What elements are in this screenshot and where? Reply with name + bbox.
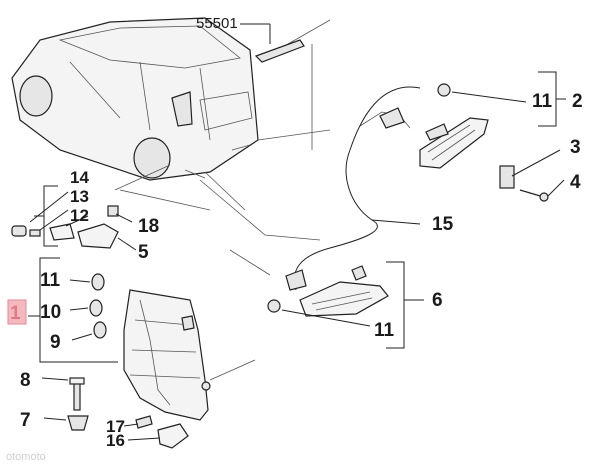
side-marker-lower <box>267 261 424 349</box>
wire-harness <box>285 86 421 291</box>
lamp-holder-part-5 <box>77 223 119 249</box>
bulb-part-9 <box>93 321 107 339</box>
bulb-upper <box>437 83 451 97</box>
callout-11-lower[interactable]: 11 <box>374 320 395 341</box>
watermark: otomoto <box>6 451 46 463</box>
callout-9[interactable]: 9 <box>50 332 61 353</box>
third-brake-light-strip <box>254 39 305 63</box>
bulb-part-10 <box>89 299 103 317</box>
callout-6[interactable]: 6 <box>432 290 443 311</box>
callout-11-upper[interactable]: 11 <box>532 91 553 112</box>
callout-4[interactable]: 4 <box>570 172 581 193</box>
part-code-label: 55501 <box>196 15 238 32</box>
callout-8[interactable]: 8 <box>20 370 31 391</box>
clip-part-3 <box>499 165 515 189</box>
clip-and-screw <box>499 149 565 202</box>
bracket-2 <box>538 71 566 127</box>
part-code-55501-group: 55501 <box>196 15 305 63</box>
callout-14[interactable]: 14 <box>70 168 89 187</box>
car-illustration <box>11 17 259 181</box>
small-parts-left <box>11 185 137 251</box>
bulb-part-11 <box>91 273 105 291</box>
pin-part-13 <box>29 229 41 237</box>
socket-part-12 <box>49 223 75 241</box>
nut-part-7 <box>67 415 89 431</box>
callout-15[interactable]: 15 <box>432 214 454 235</box>
callout-2[interactable]: 2 <box>572 91 583 112</box>
tail-light-assembly <box>123 289 211 421</box>
callout-18[interactable]: 18 <box>138 216 159 237</box>
callout-7[interactable]: 7 <box>20 410 31 431</box>
selected-callout-highlight <box>7 299 27 325</box>
bulb-lower <box>267 299 281 313</box>
callout-5[interactable]: 5 <box>138 242 149 263</box>
leader-lines <box>114 19 331 381</box>
callout-17[interactable]: 17 <box>106 417 125 436</box>
lower-fasteners <box>41 377 189 449</box>
cap-part-18 <box>107 205 119 217</box>
callout-16[interactable]: 16 <box>106 431 125 450</box>
callout-11-left[interactable]: 11 <box>40 270 61 291</box>
callout-1[interactable]: 1 <box>10 303 21 324</box>
side-marker-upper <box>359 83 527 169</box>
socket-part-16 <box>157 423 189 449</box>
callout-12[interactable]: 12 <box>70 206 89 225</box>
callout-labels: 1 2 3 4 5 6 7 8 9 10 11 11 11 12 13 14 1… <box>10 91 583 450</box>
screw-part-8 <box>73 381 81 411</box>
grommet-part-14 <box>11 225 27 237</box>
callout-13[interactable]: 13 <box>70 187 89 206</box>
bracket-1 <box>28 257 118 363</box>
bulb-part-17 <box>135 415 153 429</box>
callout-3[interactable]: 3 <box>570 137 581 158</box>
callout-10[interactable]: 10 <box>40 302 61 323</box>
